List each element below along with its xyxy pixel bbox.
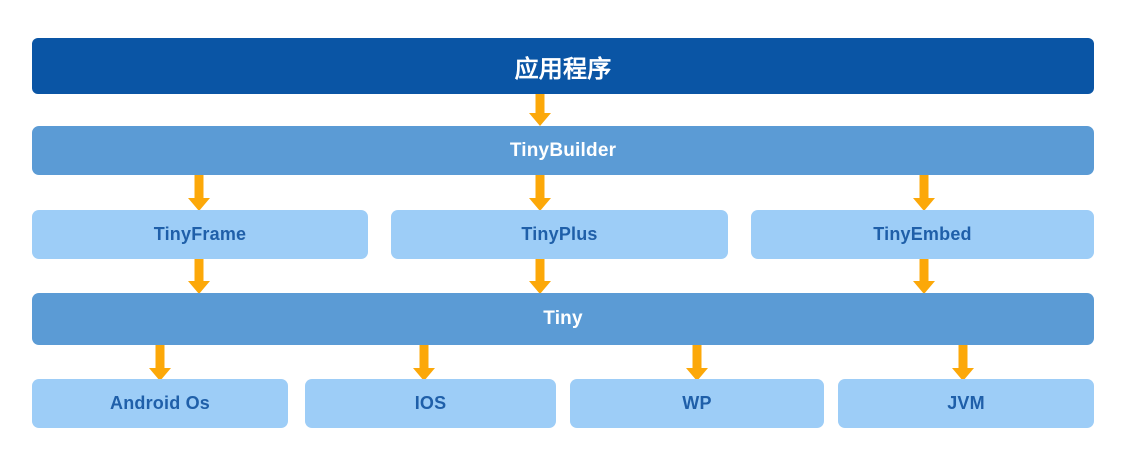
node-tinyembed-label: TinyEmbed [873,224,972,244]
node-android-os-label: Android Os [110,393,210,413]
node-tiny-label: Tiny [543,308,583,329]
node-tinybuilder[interactable]: TinyBuilder [32,126,1094,175]
node-wp[interactable]: WP [570,379,824,428]
node-tinybuilder-label: TinyBuilder [509,139,617,161]
node-tinyplus[interactable]: TinyPlus [391,210,728,259]
node-application-label: 应用程序 [514,55,612,83]
node-wp-label: WP [682,393,712,413]
node-jvm[interactable]: JVM [838,379,1094,428]
node-tiny[interactable]: Tiny [32,293,1094,345]
node-tinyembed[interactable]: TinyEmbed [751,210,1094,259]
node-tinyframe[interactable]: TinyFrame [32,210,368,259]
node-tinyplus-label: TinyPlus [521,224,598,244]
node-jvm-label: JVM [947,393,985,413]
node-ios-label: IOS [414,393,447,413]
node-android-os[interactable]: Android Os [32,379,288,428]
node-ios[interactable]: IOS [305,379,556,428]
node-tinyframe-label: TinyFrame [153,224,247,244]
node-application[interactable]: 应用程序 [32,38,1094,94]
